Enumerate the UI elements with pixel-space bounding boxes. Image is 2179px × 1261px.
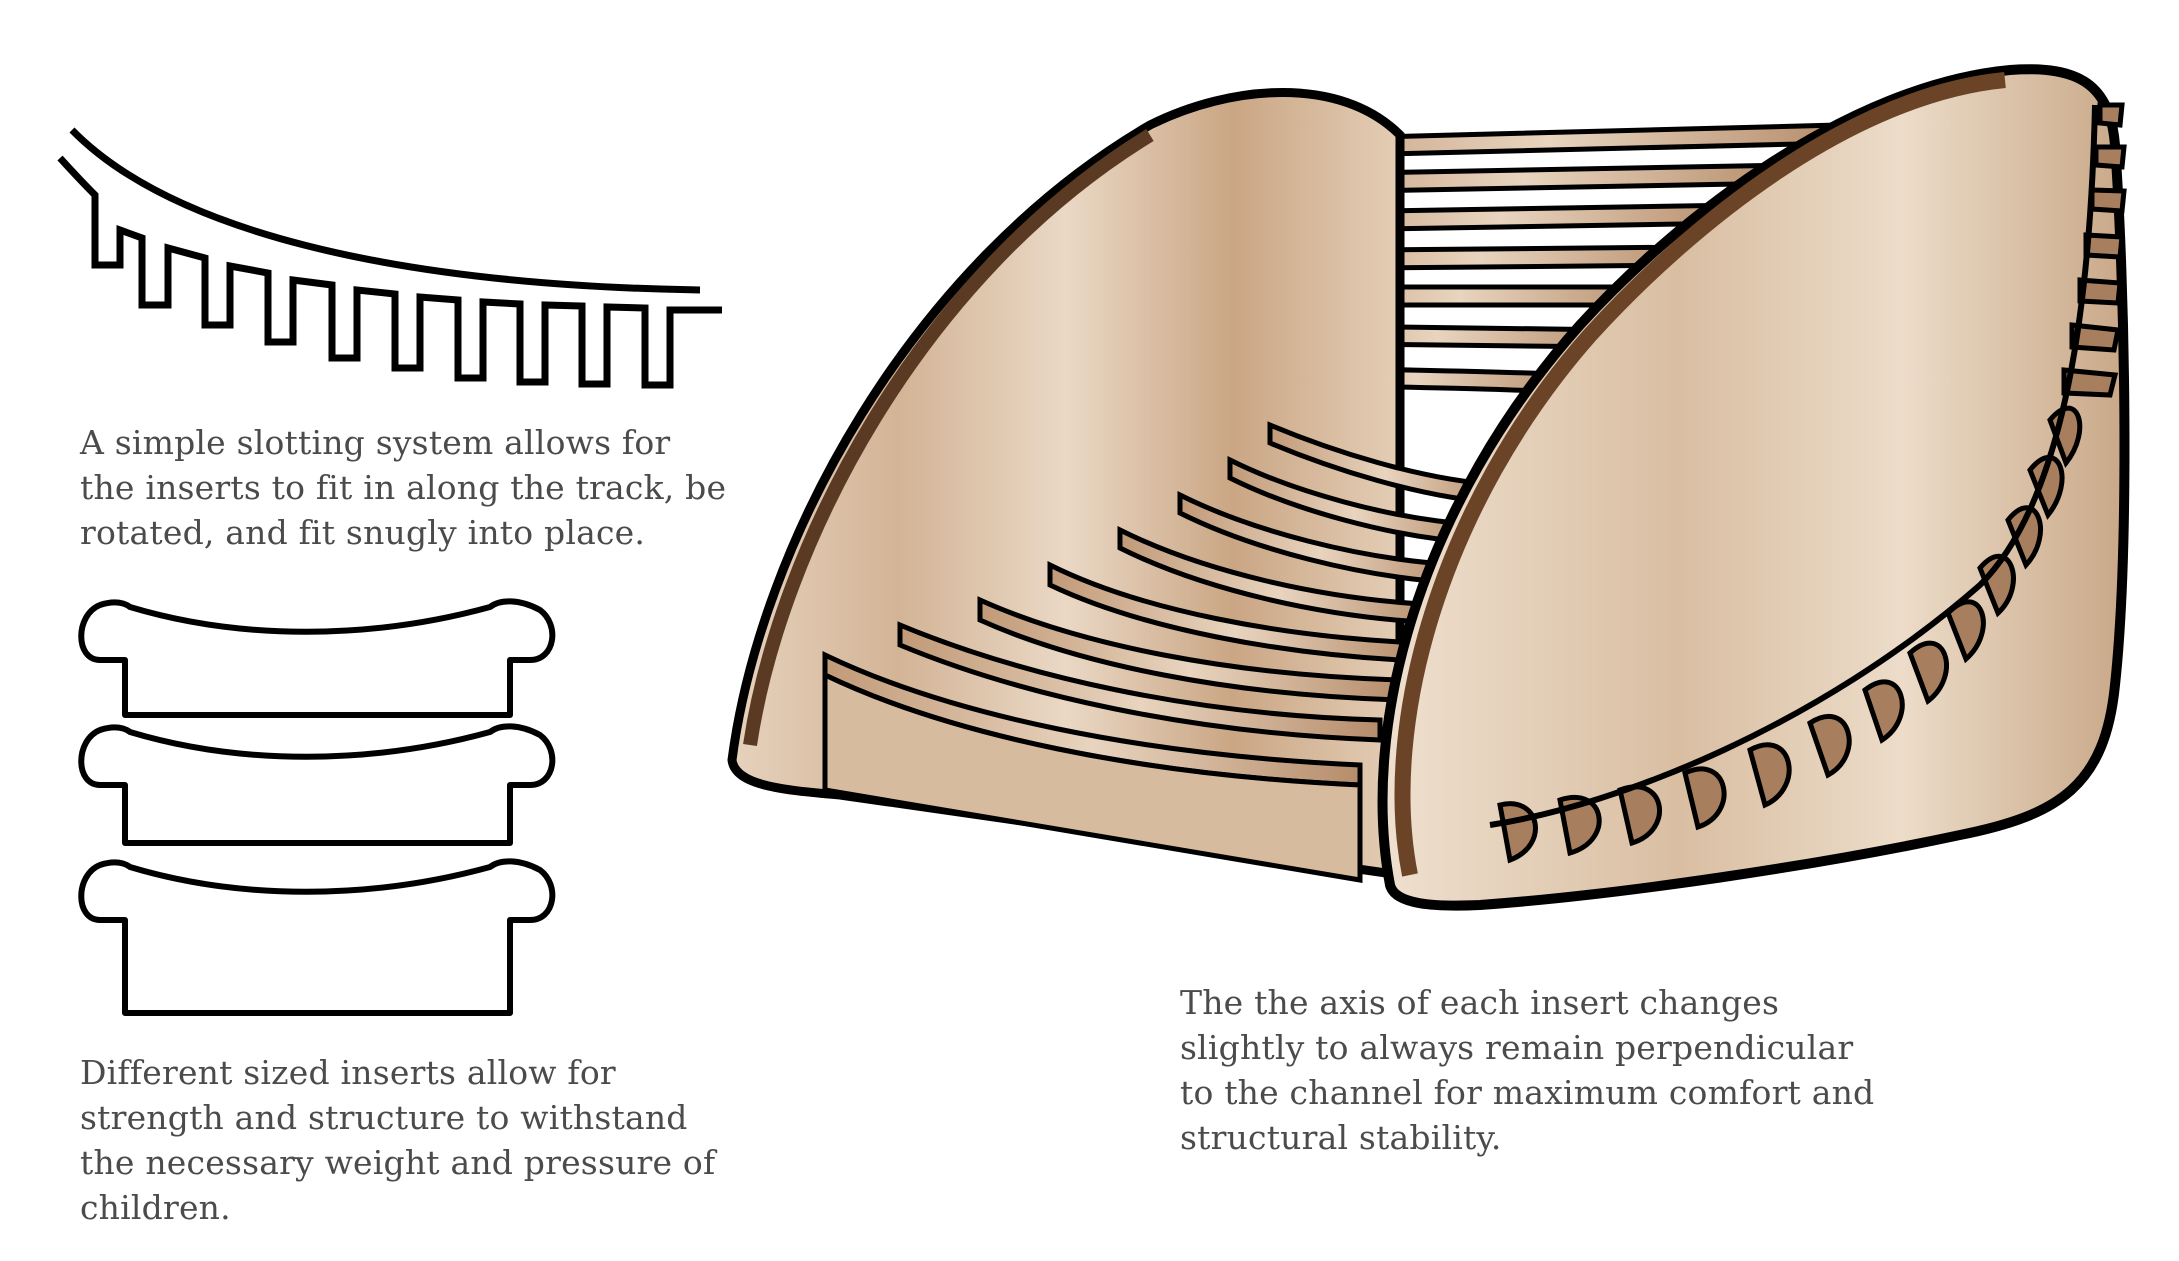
slotted-chair-rendering [727,64,2130,911]
right-panel-edge [1394,72,2006,877]
insert-medium [78,723,556,846]
slot-channel [1489,104,2098,828]
axis-caption: The the axis of each insert changes slig… [1180,983,1875,1157]
inserts-caption: Different sized inserts allow for streng… [80,1053,716,1227]
insert-large [78,858,556,1016]
track-upper-curve [69,127,701,294]
insert-small [78,598,556,718]
slotted-track-diagram [57,127,722,389]
right-side-panel [1377,64,2130,911]
slotting-caption: A simple slotting system allows for the … [80,423,727,552]
track-slotted-edge [57,155,722,389]
left-panel-edge [743,129,1154,747]
insert-profiles-diagram [78,598,556,1016]
